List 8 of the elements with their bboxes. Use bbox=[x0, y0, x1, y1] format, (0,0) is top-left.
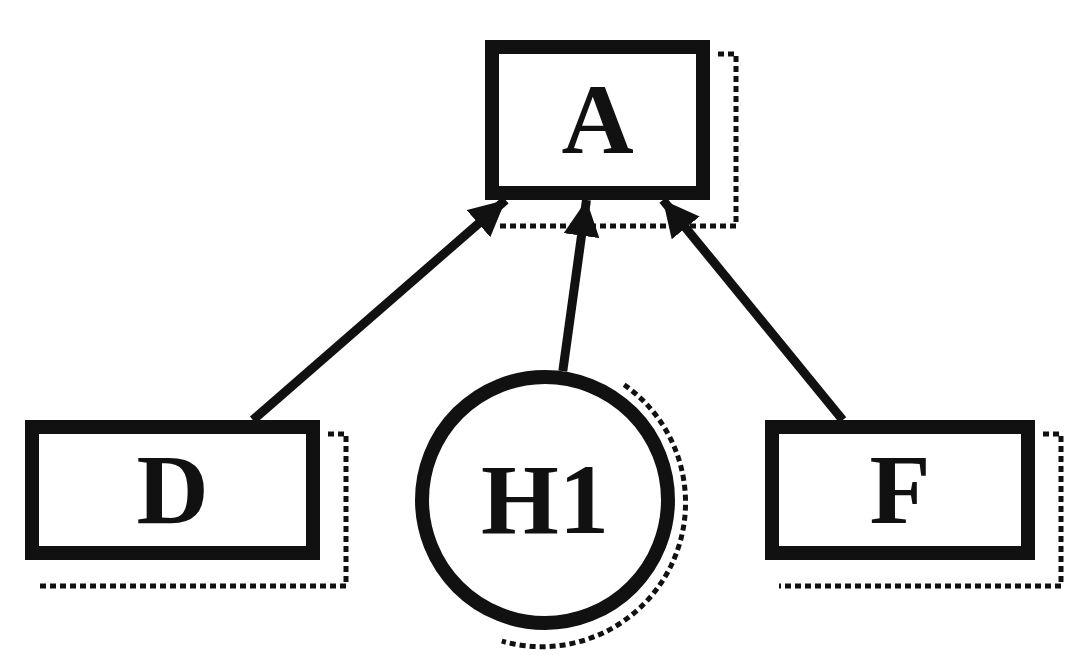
node-box bbox=[765, 420, 1035, 560]
node-label: A bbox=[561, 70, 634, 170]
node-label: F bbox=[869, 440, 931, 540]
node-label: H1 bbox=[481, 450, 609, 550]
node-label: D bbox=[136, 440, 209, 540]
node-box bbox=[485, 40, 710, 200]
arrow bbox=[558, 199, 600, 372]
node-box bbox=[25, 420, 320, 560]
